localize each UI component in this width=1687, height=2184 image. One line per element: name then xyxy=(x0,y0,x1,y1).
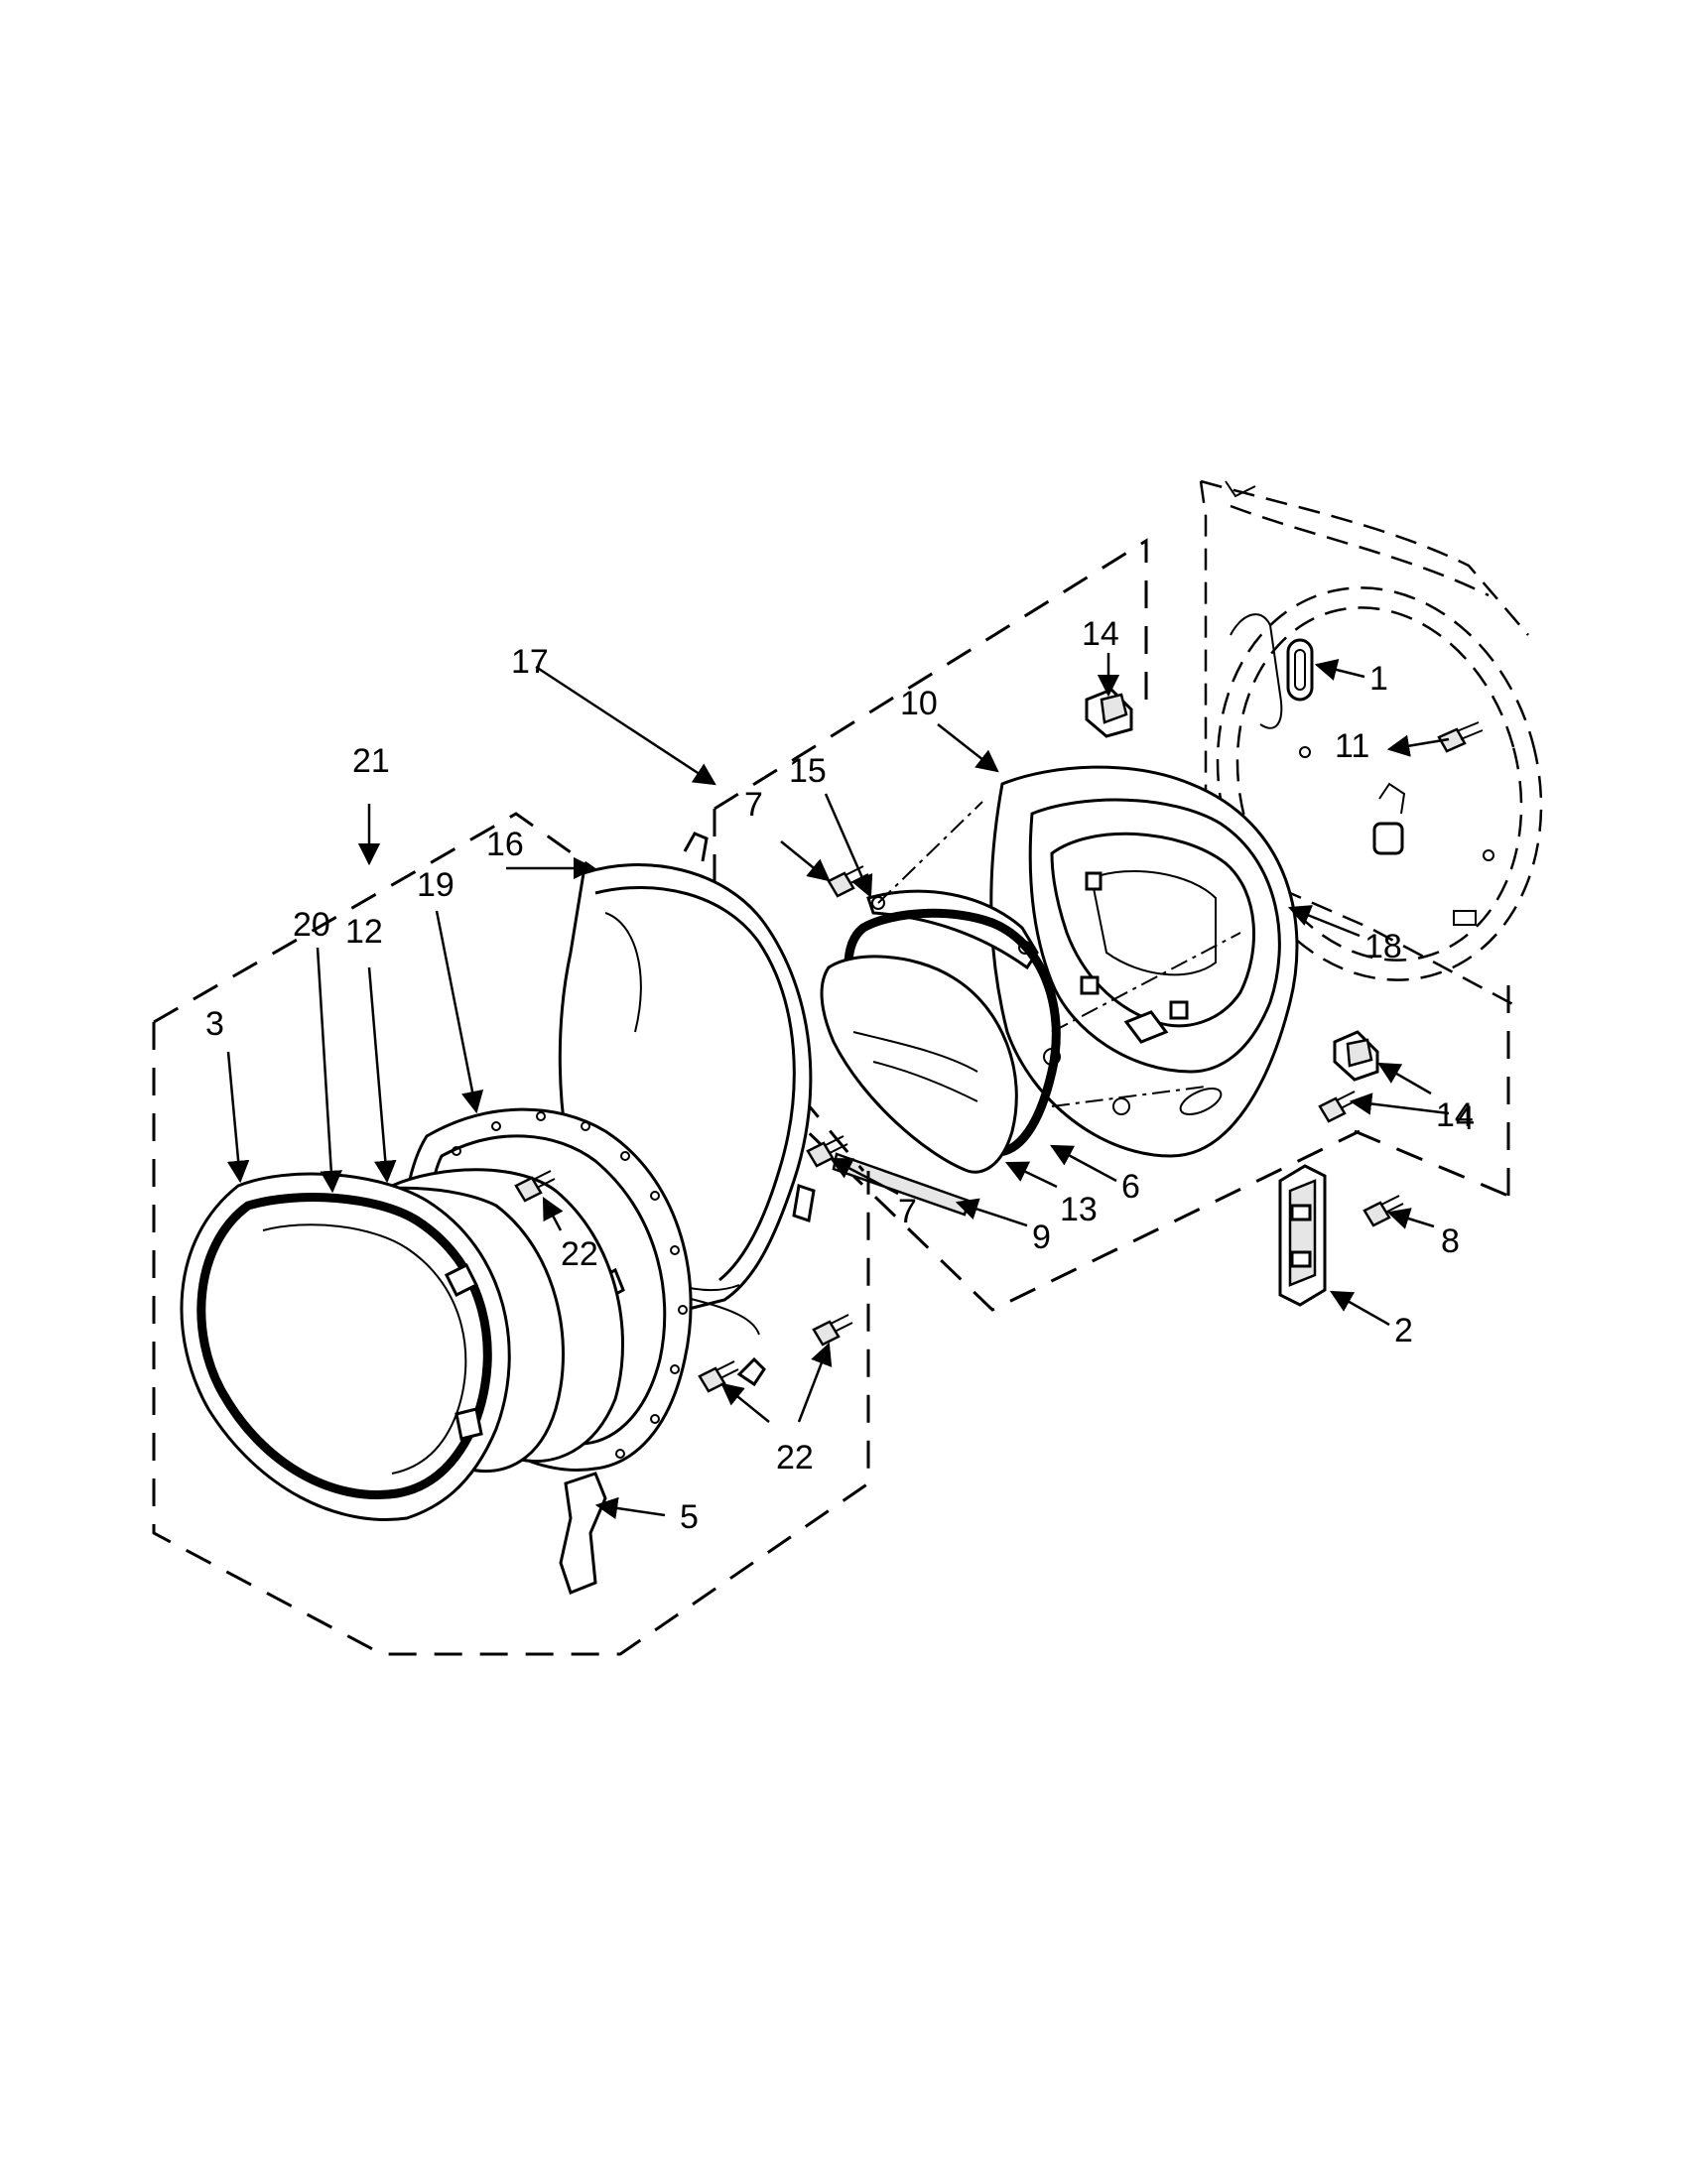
callout-15: 15 xyxy=(789,752,827,790)
callout-14-upper: 14 xyxy=(1082,615,1119,653)
screw-part-7-upper xyxy=(827,865,869,898)
outer-door-part-3 xyxy=(180,1172,511,1521)
callout-19: 19 xyxy=(417,866,454,904)
callout-1: 1 xyxy=(1369,660,1388,698)
alignment-lines xyxy=(877,801,1241,1107)
hinge-part-2 xyxy=(1278,1164,1327,1307)
callout-17: 17 xyxy=(511,643,549,681)
latch-clip-part-upper xyxy=(1085,688,1133,738)
callout-9: 9 xyxy=(1032,1219,1051,1256)
callout-6: 6 xyxy=(1121,1168,1140,1206)
callout-13: 13 xyxy=(1060,1191,1098,1228)
callout-3: 3 xyxy=(205,1005,224,1043)
screw-part-4 xyxy=(1318,1091,1360,1123)
callout-2: 2 xyxy=(1394,1312,1413,1349)
screw-part-11 xyxy=(1437,721,1484,753)
bracket-part-5 xyxy=(559,1472,607,1595)
callout-14-lower: 14 xyxy=(1436,1096,1474,1134)
inner-glass-part-13 xyxy=(820,955,1018,1174)
callout-11: 11 xyxy=(1335,727,1369,765)
callout-18: 18 xyxy=(1364,928,1402,965)
callout-22-lower: 22 xyxy=(776,1439,814,1477)
screw-part-22-upper xyxy=(514,1170,556,1203)
callout-12: 12 xyxy=(345,913,383,951)
callout-8: 8 xyxy=(1441,1222,1460,1260)
callout-16: 16 xyxy=(486,826,524,863)
callout-20: 20 xyxy=(293,906,330,944)
door-switch-slot-part xyxy=(1286,638,1314,702)
callout-7-lower: 7 xyxy=(898,1193,917,1230)
callout-4: 4 xyxy=(1456,1099,1475,1137)
screw-part-8 xyxy=(1363,1195,1404,1227)
screw-part-22-lower-right xyxy=(812,1314,853,1347)
latch-clip-part-lower xyxy=(1333,1030,1379,1082)
callout-7-upper: 7 xyxy=(744,786,763,824)
callout-labels: 1 2 3 4 5 6 7 7 8 9 10 11 12 13 14 14 15… xyxy=(205,615,1475,1536)
callout-5: 5 xyxy=(680,1498,699,1536)
leader-lines xyxy=(226,653,1450,1520)
callout-10: 10 xyxy=(900,685,938,722)
callout-21: 21 xyxy=(352,742,390,780)
screw-part-22-lower-left xyxy=(698,1360,739,1393)
inner-door-panel-part-10 xyxy=(989,765,1299,1158)
callout-22-upper: 22 xyxy=(561,1235,598,1273)
